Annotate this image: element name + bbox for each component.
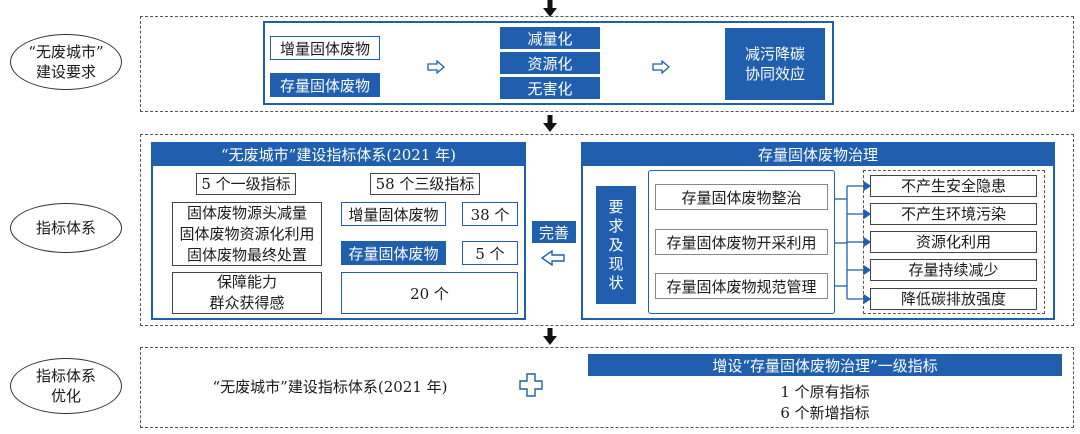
outcome-no-pollution: 不产生环境污染 [870,203,1037,225]
level1-list-support: 保障能力 群众获得感 [172,272,322,314]
original-indicator-count: 1 个原有指标 [780,383,870,401]
down-arrow-icon [543,115,557,132]
outcome-carbon-intensity: 降低碳排放强度 [870,288,1037,310]
outcome-stock-reduction: 存量持续减少 [870,259,1037,281]
outcome-recycling: 资源化利用 [870,231,1037,253]
synergy-box: 减污降碳 协同效应 [725,28,825,100]
incremental-count: 38 个 [462,202,518,226]
actions-container [648,170,835,314]
left-arrow-icon [541,250,565,266]
incremental-waste-indicator: 增量固体废物 [341,202,446,226]
goal-harmless: 无害化 [500,77,600,99]
requirements-label: “无废城市” 建设要求 [10,34,122,90]
action-mining-utilization: 存量固体废物开采利用 [655,229,828,255]
goal-recycling: 资源化 [500,52,600,74]
indicator-system-title: “无废城市”建设指标体系(2021 年) [152,143,525,166]
outcome-no-safety-hazard: 不产生安全隐患 [870,175,1037,197]
optimization-row [140,347,1074,428]
requirements-status-box: 要 求 及 现 状 [596,186,636,304]
indicator-system-2021: “无废城市”建设指标体系(2021 年) [212,378,448,396]
outcome-connectors [835,180,870,305]
right-arrow-icon [652,60,670,74]
optimization-label: 指标体系 优化 [10,358,122,414]
down-arrow-icon [543,328,557,345]
down-arrow-icon [543,0,557,17]
existing-waste-box: 存量固体废物 [270,73,380,97]
indicator-label: 指标体系 [10,203,122,253]
improve-label: 完善 [532,221,576,243]
governance-title: 存量固体废物治理 [582,143,1054,166]
level1-list-waste: 固体废物源头减量 固体废物资源化利用 固体废物最终处置 [172,202,322,266]
new-indicator-count: 6 个新增指标 [780,404,870,422]
action-standard-management: 存量固体废物规范管理 [655,273,828,299]
level3-count: 58 个三级指标 [370,173,480,195]
incremental-waste-box: 增量固体废物 [270,36,380,60]
plus-icon [519,373,543,397]
right-arrow-icon [427,60,445,74]
existing-waste-indicator: 存量固体废物 [341,241,446,265]
requirements-row [140,16,1074,112]
action-remediation: 存量固体废物整治 [655,184,828,210]
level1-count: 5 个一级指标 [196,173,296,195]
indicator-row [140,134,1074,326]
total-count: 20 个 [341,272,518,314]
new-indicator-title: 增设“存量固体废物治理”一级指标 [588,354,1062,376]
outcomes-container [863,170,1045,314]
goal-reduction: 减量化 [500,27,600,49]
existing-count: 5 个 [462,241,518,265]
